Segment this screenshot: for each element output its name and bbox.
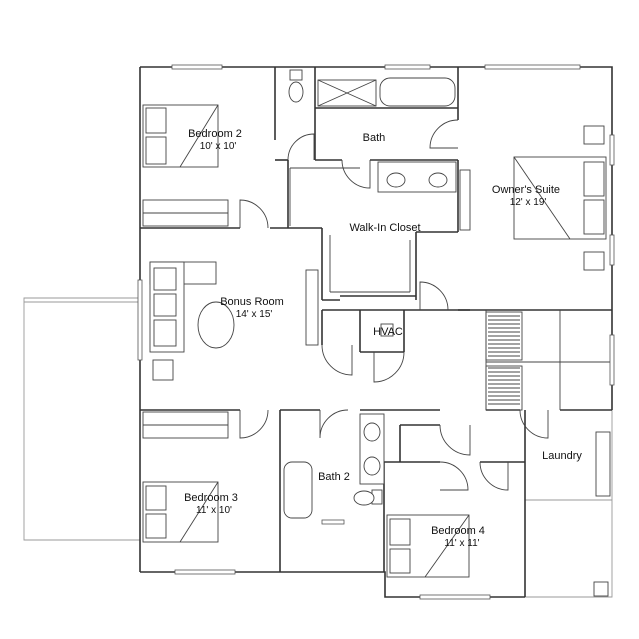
bedroom4-size: 11' x 11'	[444, 538, 479, 549]
windows	[137, 64, 615, 600]
fixtures	[142, 69, 611, 597]
bonus-room-size: 14' x 15'	[236, 309, 273, 320]
garage-outline	[23, 297, 140, 541]
staircase	[485, 311, 612, 411]
bonus-room-label: Bonus Room	[220, 296, 284, 308]
bath-label: Bath	[363, 132, 386, 144]
walk-in-closet-label: Walk-In Closet	[349, 222, 420, 234]
laundry-label: Laundry	[542, 450, 582, 462]
bedroom4-label: Bedroom 4	[431, 525, 485, 537]
hvac-label: HVAC	[373, 326, 403, 338]
owners-suite-label: Owner's Suite	[492, 184, 560, 196]
bedroom2-label: Bedroom 2	[188, 128, 242, 140]
owners-suite-size: 12' x 19'	[510, 197, 547, 208]
bedroom2-size: 10' x 10'	[200, 141, 237, 152]
bath2-label: Bath 2	[318, 471, 350, 483]
room-labels: Bedroom 2 10' x 10' Bath Owner's Suite 1…	[184, 128, 582, 549]
interior-walls	[140, 67, 612, 597]
doors	[239, 119, 549, 491]
bedroom3-label: Bedroom 3	[184, 492, 238, 504]
bedroom3-size: 11' x 10'	[196, 505, 232, 516]
